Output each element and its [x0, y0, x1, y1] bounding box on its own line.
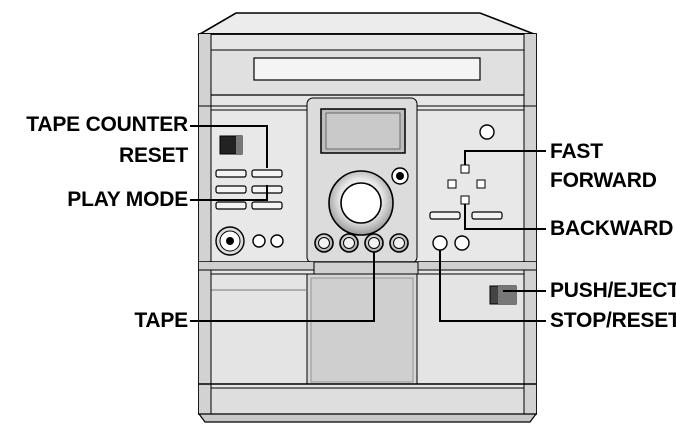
left-button-grid [215, 169, 283, 210]
leader-play-mode [190, 185, 268, 201]
label-push-eject: PUSH/EJECT [550, 279, 676, 302]
leader-tape [190, 252, 375, 322]
label-backward: BACKWARD [550, 217, 674, 240]
leader-lines [190, 125, 546, 322]
leader-stop-reset [439, 250, 546, 322]
label-fast-forward-line1: FAST [550, 140, 603, 163]
tape-button-row [314, 233, 409, 253]
record-button-icon [215, 226, 245, 256]
label-tape: TAPE [134, 309, 188, 332]
label-tape-counter-line2: RESET [118, 144, 188, 167]
leader-tape-counter [190, 125, 268, 168]
leader-backward [464, 204, 546, 230]
direction-pad [447, 164, 486, 205]
label-tape-counter-line1: TAPE COUNTER [26, 113, 188, 136]
label-fast-forward-line2: FORWARD [550, 169, 657, 192]
label-stop-reset: STOP/RESET [550, 309, 676, 332]
leader-fast-forward [464, 150, 546, 165]
top-lid [197, 12, 535, 35]
stereo-unit [197, 12, 538, 423]
label-play-mode: PLAY MODE [67, 188, 188, 211]
